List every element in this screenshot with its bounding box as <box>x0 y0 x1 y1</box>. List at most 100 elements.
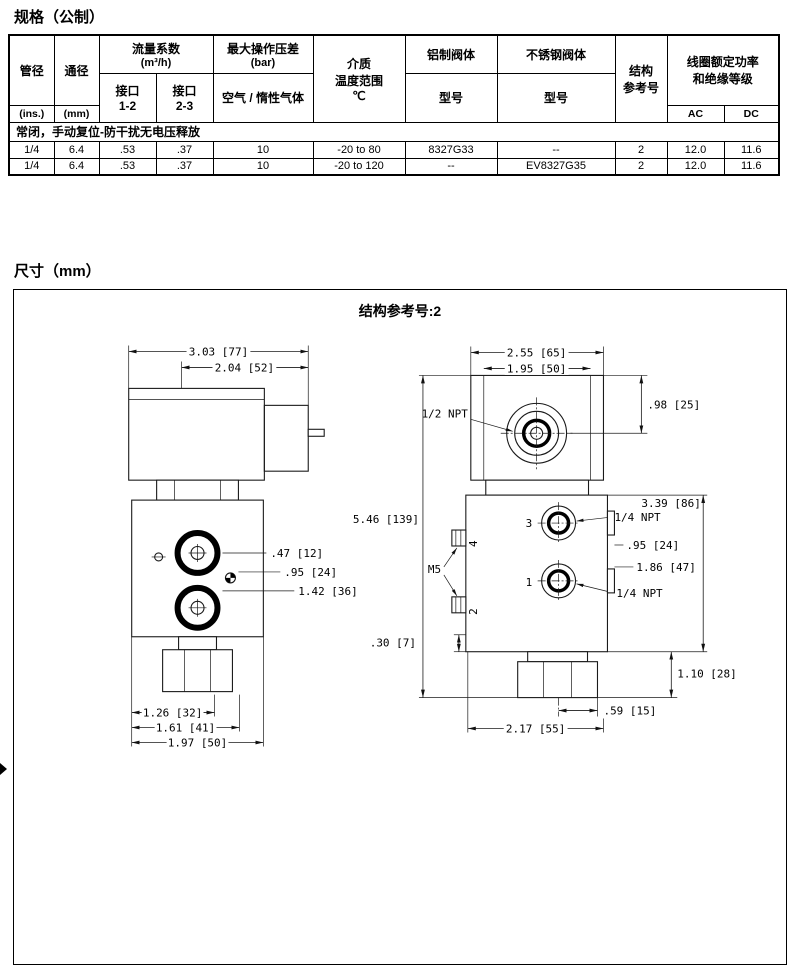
dim-label: .98 [25] <box>647 398 700 411</box>
dim-label: .30 [7] <box>370 637 416 650</box>
dim-fitting-height: 1.10 [28] <box>597 651 737 698</box>
header-mopd: 最大操作压差 (bar) <box>212 34 314 74</box>
scan-artifact <box>0 763 7 775</box>
spec-row: 1/4 6.4 .53 .37 10 -20 to 80 8327G33 -- … <box>8 140 780 159</box>
dimension-drawing: 3.03 [77] 2.04 [52] .47 [12] .95 [24] 1.… <box>128 345 737 749</box>
coil-front <box>128 387 265 481</box>
dim-hub-offset: .98 [25] <box>568 375 700 434</box>
header-orifice: 通径 <box>53 34 100 106</box>
header-temp-line3: ℃ <box>352 88 366 103</box>
port-3-number: 3 <box>526 517 533 530</box>
header-port-2-3: 接口 2-3 <box>155 72 214 123</box>
bonnet-nut <box>156 479 239 501</box>
side-view: 1/2 NPT 2.55 [65] 1.95 [50] .98 [25] <box>353 346 737 736</box>
spec-cell: 11.6 <box>723 140 780 159</box>
spec-cell: .53 <box>98 140 157 159</box>
spec-cell: EV8327G35 <box>496 157 616 176</box>
mounting-stud-upper <box>451 529 467 547</box>
spec-cell: .53 <box>98 157 157 176</box>
port-1 <box>537 559 580 602</box>
dim-label: 1.42 [36] <box>298 585 357 598</box>
header-port23-line1: 接口 <box>172 84 197 98</box>
section-label: 常闭，手动复位-防干扰无电压释放 <box>8 121 780 142</box>
spec-cell: 10 <box>212 140 314 159</box>
section-row: 常闭，手动复位-防干扰无电压释放 <box>8 121 780 142</box>
spec-cell: 2 <box>614 157 668 176</box>
dim-label: 1.86 [47] <box>636 561 695 574</box>
valve-body-side <box>465 494 609 653</box>
spec-cell: 1/4 <box>8 157 55 176</box>
dim-bottom-full-width: 2.17 [55] <box>467 651 604 736</box>
spec-cell: .37 <box>155 157 214 176</box>
drawing-box: 结构参考号:2 <box>13 289 787 965</box>
dim-label: 3.03 [77] <box>189 345 248 358</box>
header-mopd-line2: (bar) <box>250 56 276 69</box>
dim-label: 1.10 [28] <box>677 668 736 681</box>
header-constr-line1: 结构 <box>628 63 653 78</box>
port-2-number: 2 <box>467 608 480 615</box>
port-opening-upper <box>174 530 221 576</box>
port-4-number: 4 <box>467 540 480 547</box>
dim-bottom-offset: .30 [7] <box>370 634 466 653</box>
header-port12-line1: 接口 <box>115 84 140 98</box>
header-media-temp: 介质 温度范围 ℃ <box>312 34 406 123</box>
dim-label: 1.26 [32] <box>143 707 202 720</box>
spec-cell: .37 <box>155 140 214 159</box>
dim-total-height: 5.46 [139] <box>353 375 518 698</box>
header-port-1-2: 接口 1-2 <box>98 72 157 123</box>
spade-terminal <box>307 428 325 437</box>
header-flow-coefficient: 流量系数 (m³/h) <box>98 34 214 74</box>
spec-cell: 10 <box>212 157 314 176</box>
conduit-npt-label: 1/2 NPT <box>422 407 469 420</box>
dim-label: 2.55 [65] <box>507 346 566 359</box>
dim-label: 2.17 [55] <box>506 723 565 736</box>
header-row-1: 管径 通径 流量系数 (m³/h) 最大操作压差 (bar) 介质 温度范围 ℃… <box>8 34 780 123</box>
header-coil-line1: 线圈额定功率 <box>686 55 759 70</box>
spec-cell: 2 <box>614 140 668 159</box>
dim-label: 1/4 NPT <box>614 511 661 524</box>
header-coil-line2: 和绝缘等级 <box>692 72 753 87</box>
dim-side-inner-width: 1.95 [50] <box>483 361 591 375</box>
spec-cell: 6.4 <box>53 140 100 159</box>
header-construction-ref: 结构 参考号 <box>614 34 668 123</box>
inlet-fitting-side <box>517 661 599 699</box>
header-stainless-model: 型号 <box>496 72 616 123</box>
port-boss-lower <box>606 568 615 594</box>
port-boss-upper <box>606 510 615 536</box>
spec-cell: 1/4 <box>8 140 55 159</box>
drawing-title: 结构参考号:2 <box>358 303 442 319</box>
dim-port-offsets-side: .95 [24] 1.86 [47] <box>614 539 696 574</box>
dim-label: 1.97 [50] <box>168 736 227 749</box>
front-view: 3.03 [77] 2.04 [52] .47 [12] .95 [24] 1.… <box>128 345 358 749</box>
dim-label: 1.95 [50] <box>507 362 566 375</box>
dim-label: 3.39 [86] <box>641 497 700 510</box>
header-mopd-line1: 最大操作压差 <box>226 41 299 56</box>
callout-m5: M5 <box>428 547 458 597</box>
port-1-number: 1 <box>526 576 533 589</box>
dim-front-bottom-widths: 1.26 [32] 1.61 [41] 1.97 [50] <box>131 636 264 749</box>
spec-cell: 8327G33 <box>404 140 498 159</box>
header-orifice-unit: (mm) <box>53 104 100 123</box>
header-constr-line2: 参考号 <box>622 80 659 95</box>
neck-side <box>485 479 590 496</box>
header-port12-line2: 1-2 <box>118 99 137 113</box>
pipe-stub-side <box>527 651 589 663</box>
header-stainless-body: 不锈钢阀体 <box>496 34 616 74</box>
dim-label: .95 [24] <box>626 539 679 552</box>
header-row-2: 接口 1-2 接口 2-3 空气 / 惰性气体 型号 型号 <box>9 72 779 123</box>
spec-row: 1/4 6.4 .53 .37 10 -20 to 120 -- EV8327G… <box>8 157 780 176</box>
dim-front-port-offsets: .47 [12] .95 [24] 1.42 [36] <box>222 547 358 598</box>
dim-label: .95 [24] <box>284 566 337 579</box>
dim-label: 1.61 [41] <box>156 722 215 735</box>
dim-side-total-width: 2.55 [65] <box>470 346 604 376</box>
mounting-hole <box>151 552 166 562</box>
spec-heading: 规格（公制） <box>14 9 105 26</box>
pipe-stub-front <box>178 636 218 651</box>
dim-front-coil-width: 2.04 [52] <box>181 360 309 389</box>
header-pipe-unit: (ins.) <box>8 104 55 123</box>
dim-label: 1/4 NPT <box>616 587 663 600</box>
spec-cell: -- <box>496 140 616 159</box>
dim-label: .47 [12] <box>270 547 323 560</box>
port-3 <box>537 502 580 544</box>
coil-connector <box>263 404 309 472</box>
